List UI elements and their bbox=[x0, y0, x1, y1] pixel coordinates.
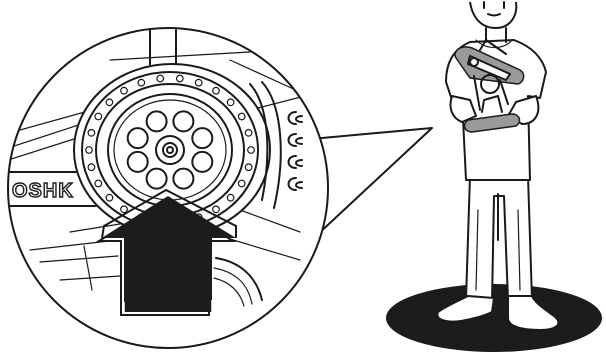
magnified-view-circle: OSHK bbox=[8, 28, 432, 348]
person-with-transmitter bbox=[386, 2, 602, 352]
wheel-brand-text: OSHK bbox=[12, 180, 74, 202]
floor-shadow bbox=[386, 284, 602, 352]
